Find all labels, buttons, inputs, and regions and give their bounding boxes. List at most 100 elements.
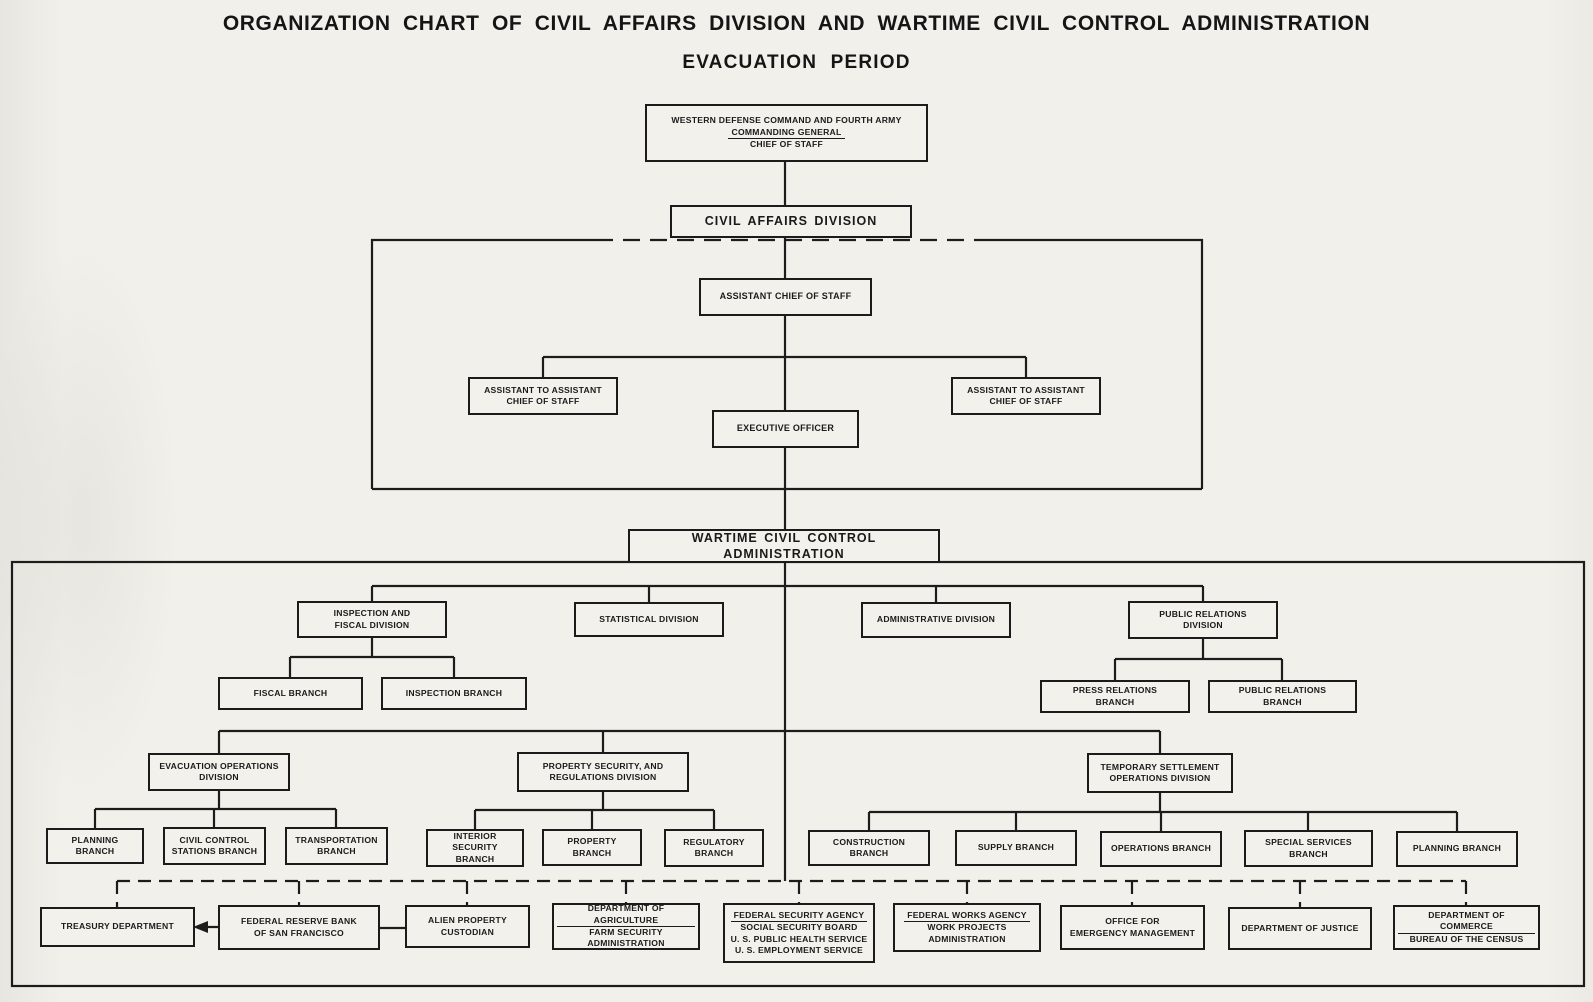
node-federal-works-agency: FEDERAL WORKS AGENCY WORK PROJECTS ADMIN… [893,903,1041,952]
node-line: EXECUTIVE OFFICER [736,423,835,434]
node-planning-branch-left: PLANNING BRANCH [46,828,144,864]
node-department-of-commerce: DEPARTMENT OF COMMERCE BUREAU OF THE CEN… [1393,905,1540,950]
node-construction-branch: CONSTRUCTION BRANCH [808,830,930,866]
node-special-services-branch: SPECIAL SERVICES BRANCH [1244,830,1373,867]
node-line: FISCAL BRANCH [253,687,328,698]
node-operations-branch: OPERATIONS BRANCH [1100,831,1222,867]
node-line: DEPARTMENT OF AGRICULTURE [557,903,695,927]
node-supply-branch: SUPPLY BRANCH [955,830,1077,866]
node-alien-property-custodian: ALIEN PROPERTY CUSTODIAN [405,905,530,948]
node-temporary-settlement-operations-division: TEMPORARY SETTLEMENT OPERATIONS DIVISION [1087,753,1233,793]
node-line: PROPERTY SECURITY, AND [542,760,664,771]
node-inspection-branch: INSPECTION BRANCH [381,677,527,710]
node-line: STATIONS BRANCH [171,846,258,856]
node-line: BRANCH [1263,696,1302,707]
left-arrowhead-icon [193,921,208,933]
node-federal-security-agency: FEDERAL SECURITY AGENCY SOCIAL SECURITY … [723,903,875,963]
node-line: ASSISTANT TO ASSISTANT [967,384,1085,395]
node-line: ADMINISTRATION [928,933,1006,944]
node-line: FISCAL DIVISION [334,619,410,630]
node-line: OFFICE FOR [1105,916,1160,927]
node-line: ADMINISTRATIVE DIVISION [876,614,996,625]
node-executive-officer: EXECUTIVE OFFICER [712,410,859,448]
node-line: TRANSPORTATION [295,834,378,845]
node-line: PUBLIC RELATIONS [1159,608,1247,619]
node-regulatory-branch: REGULATORY BRANCH [664,829,764,867]
node-inspection-fiscal-division: INSPECTION AND FISCAL DIVISION [297,601,447,638]
node-line: ASSISTANT CHIEF OF STAFF [719,291,852,302]
node-line: ASSISTANT TO ASSISTANT [484,384,602,395]
node-line: BRANCH [455,853,495,864]
node-line: PUBLIC RELATIONS [1238,685,1327,696]
node-western-defense-command: WESTERN DEFENSE COMMAND AND FOURTH ARMY … [645,104,928,162]
node-line: PRESS RELATIONS [1072,685,1158,696]
node-line: WESTERN DEFENSE COMMAND AND FOURTH ARMY [671,115,902,126]
node-department-of-agriculture: DEPARTMENT OF AGRICULTURE FARM SECURITY … [552,903,700,950]
node-line: DEPARTMENT OF JUSTICE [1241,922,1359,933]
node-line: PLANNING BRANCH [71,834,119,856]
node-line: CHIEF OF STAFF [989,396,1063,406]
node-line: ADMINISTRATION [587,938,665,949]
node-interior-security-branch: INTERIOR SECURITY BRANCH [426,829,524,867]
node-planning-branch-right: PLANNING BRANCH [1396,831,1518,867]
node-civil-control-stations-branch: CIVIL CONTROL STATIONS BRANCH [163,827,266,865]
page-subtitle: EVACUATION PERIOD [682,52,911,73]
node-line: CONSTRUCTION BRANCH [832,836,906,858]
node-line: FEDERAL SECURITY AGENCY [730,910,868,923]
node-line: BRANCH [1095,696,1135,707]
node-line: CIVIL CONTROL [179,834,250,845]
node-line: OF SAN FRANCISCO [254,927,344,938]
node-fiscal-branch: FISCAL BRANCH [218,677,363,710]
node-line: CIVIL AFFAIRS DIVISION [704,214,878,229]
node-treasury-department: TREASURY DEPARTMENT [40,907,195,947]
node-line: REGULATIONS DIVISION [549,772,657,782]
node-line: INSPECTION AND [333,608,411,619]
node-line: REGULATORY [683,836,745,847]
node-line: WARTIME CIVIL CONTROL ADMINISTRATION [691,530,877,562]
node-line: BRANCH [694,848,734,858]
node-line: BRANCH [1289,848,1328,859]
node-line: COMMANDING GENERAL [728,127,845,140]
node-property-security-regulations-division: PROPERTY SECURITY, AND REGULATIONS DIVIS… [517,752,689,792]
node-line: DIVISION [199,772,239,782]
node-line: BRANCH [317,846,356,856]
node-line: WORK PROJECTS [927,922,1007,933]
node-department-of-justice: DEPARTMENT OF JUSTICE [1228,907,1372,950]
node-line: BUREAU OF THE CENSUS [1409,933,1524,944]
node-evacuation-operations-division: EVACUATION OPERATIONS DIVISION [148,753,290,791]
node-line: INSPECTION BRANCH [405,687,503,698]
node-office-for-emergency-management: OFFICE FOR EMERGENCY MANAGEMENT [1060,905,1205,950]
node-administrative-division: ADMINISTRATIVE DIVISION [861,602,1011,638]
node-line: PROPERTY BRANCH [567,836,617,858]
node-line: INTERIOR SECURITY [452,830,498,853]
node-line: SOCIAL SECURITY BOARD [740,922,858,933]
node-federal-reserve-bank: FEDERAL RESERVE BANK OF SAN FRANCISCO [218,905,380,950]
node-line: EMERGENCY MANAGEMENT [1069,927,1196,938]
node-line: U. S. PUBLIC HEALTH SERVICE [730,933,868,944]
node-public-relations-division: PUBLIC RELATIONS DIVISION [1128,601,1278,639]
node-statistical-division: STATISTICAL DIVISION [574,602,724,637]
node-line: SPECIAL SERVICES [1265,837,1352,848]
node-civil-affairs-division: CIVIL AFFAIRS DIVISION [670,205,912,238]
node-line: DEPARTMENT OF COMMERCE [1398,910,1535,934]
node-line: U. S. EMPLOYMENT SERVICE [734,944,864,955]
node-assistant-chief-of-staff: ASSISTANT CHIEF OF STAFF [699,278,872,316]
node-line: OPERATIONS BRANCH [1110,843,1212,854]
node-public-relations-branch: PUBLIC RELATIONS BRANCH [1208,680,1357,713]
node-assistant-to-assistant-right: ASSISTANT TO ASSISTANT CHIEF OF STAFF [951,377,1101,415]
node-wartime-civil-control-administration: WARTIME CIVIL CONTROL ADMINISTRATION [628,529,940,563]
page-title: ORGANIZATION CHART OF CIVIL AFFAIRS DIVI… [222,12,1371,35]
node-line: SUPPLY BRANCH [977,842,1055,853]
node-line: PLANNING BRANCH [1412,843,1502,854]
node-line: CUSTODIAN [440,926,495,937]
node-line: TEMPORARY SETTLEMENT [1100,761,1220,772]
node-line: EVACUATION OPERATIONS [159,760,279,771]
node-line: ALIEN PROPERTY [428,915,507,926]
node-property-branch: PROPERTY BRANCH [542,829,642,866]
node-line: DIVISION [1183,620,1223,630]
node-line: FARM SECURITY [589,927,663,937]
node-line: CHIEF OF STAFF [506,396,580,406]
node-line: FEDERAL WORKS AGENCY [904,910,1030,923]
